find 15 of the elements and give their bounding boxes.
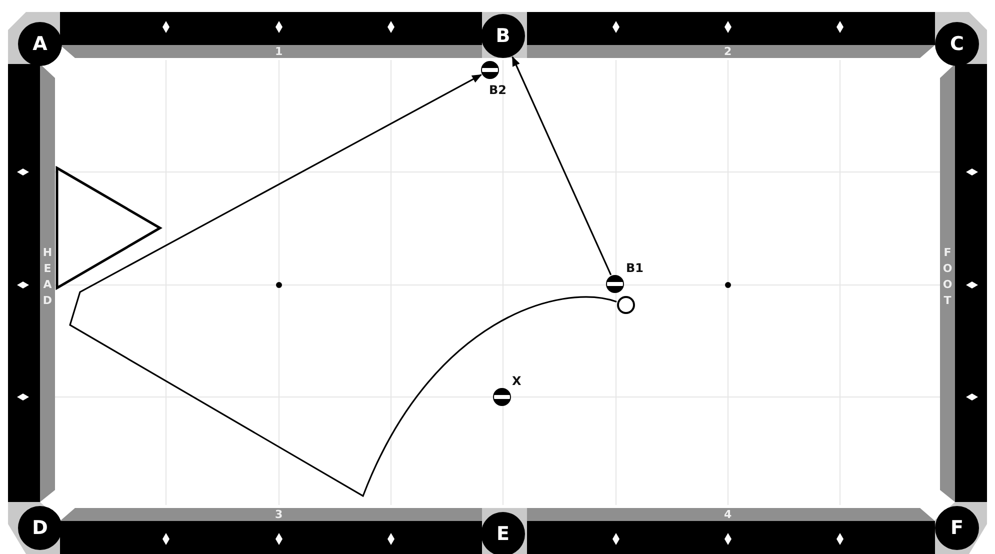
arrow [69,74,617,497]
rail-label: FOOT [941,246,953,310]
cue-ball [617,296,635,314]
rail-label: HEAD [41,246,53,310]
object-ball [481,61,499,79]
diamond-number: 3 [275,509,283,521]
ball-label: X [512,374,522,388]
diamond-number: 1 [275,46,283,58]
object-ball [493,388,511,406]
object-ball [606,275,624,293]
diamond-number: 2 [724,46,732,58]
arrow [512,56,612,276]
ball-label: B1 [626,261,644,275]
diamond-number: 4 [724,509,732,521]
ball-label: B2 [489,83,506,97]
